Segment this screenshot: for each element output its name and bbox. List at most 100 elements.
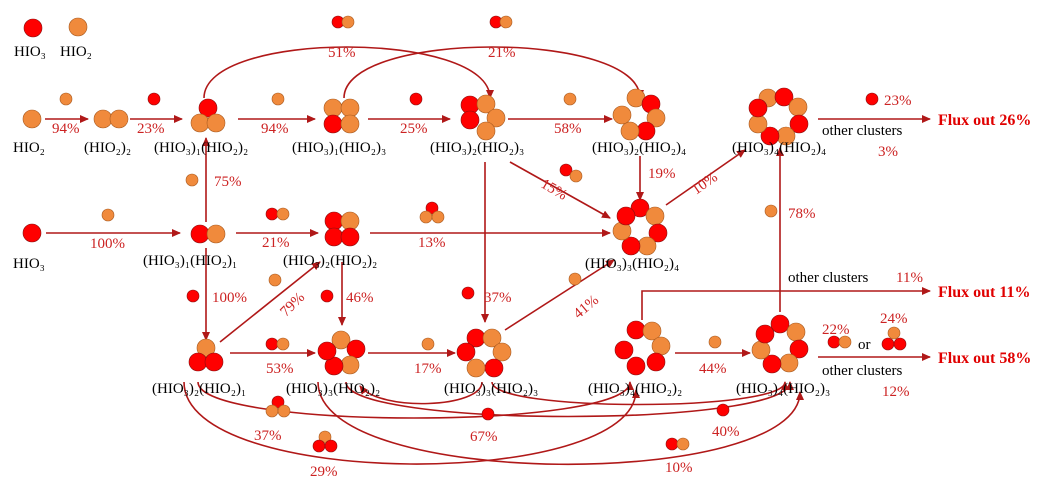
pct-53: 53%	[266, 361, 294, 377]
cluster-hio3-icon	[22, 223, 42, 243]
cluster-t44-icon	[748, 87, 809, 146]
pct-19: 19%	[648, 166, 676, 182]
cluster-t21-icon	[188, 338, 224, 372]
reactant-hio2-icon	[563, 92, 577, 106]
or-label: or	[858, 337, 871, 353]
reactant-trimer-icon	[265, 395, 291, 418]
out-23: 23%	[884, 93, 912, 109]
edge-t13-to-t24-arc	[343, 46, 644, 99]
reactant-dimer-icon	[265, 337, 290, 351]
reactant-hio3-icon	[716, 403, 730, 417]
label-hio3: HIO₃	[13, 256, 45, 272]
reactant-dimer-icon	[265, 207, 290, 221]
edge-t32-to-t43-arc10	[317, 381, 804, 466]
edge-t32-to-t43-arc67	[345, 381, 794, 418]
out-11: 11%	[896, 270, 923, 286]
cluster-t34-icon	[612, 198, 668, 256]
reactant-hio3-dimer-icon	[489, 15, 513, 29]
cluster-t11-icon	[190, 224, 226, 244]
cluster-t43-icon	[751, 314, 809, 374]
out-22: 22%	[822, 322, 850, 338]
cluster-t13-icon	[323, 98, 360, 134]
cluster-t32-icon	[317, 330, 366, 376]
cluster-t42-icon	[614, 320, 671, 376]
pct-44: 44%	[699, 361, 727, 377]
pct-10-a: 10%	[689, 169, 721, 198]
pct-78: 78%	[788, 206, 816, 222]
pct-37-a: 37%	[484, 290, 512, 306]
edge-t21-to-t42-arc29	[183, 381, 640, 465]
label-t12: (HIO₃)₁(HIO₂)₂	[154, 140, 248, 156]
edge-t33-to-t43-arc40	[491, 381, 789, 406]
pct-37-b: 37%	[254, 428, 282, 444]
label-t22: (HIO₃)₂(HIO₂)₂	[283, 253, 377, 269]
pct-17: 17%	[414, 361, 442, 377]
reactant-dimer-icon	[559, 163, 583, 183]
reactant-hio2-icon	[421, 337, 435, 351]
label-t24: (HIO₃)₂(HIO₂)₄	[592, 140, 686, 156]
pct-10-b: 10%	[665, 460, 693, 476]
edges	[45, 46, 931, 466]
pct-21-b: 21%	[262, 235, 290, 251]
reactant-hio3-icon	[481, 407, 495, 421]
edge-t33-to-t34	[504, 259, 615, 331]
label-t13: (HIO₃)₁(HIO₂)₃	[292, 140, 386, 156]
legend-hio3-label: HIO₃	[14, 44, 46, 60]
reactant-dimer-icon	[665, 437, 690, 451]
legend-hio3-icon	[23, 18, 43, 38]
pct-51: 51%	[328, 45, 356, 61]
reactant-trimer-icon	[312, 430, 338, 453]
legend-hio2-label: HIO₂	[60, 44, 92, 60]
pct-21-top: 21%	[488, 45, 516, 61]
cluster-hio2-icon	[22, 109, 42, 129]
molecules	[22, 15, 907, 453]
edge-t21-to-t22	[219, 261, 321, 343]
pct-29: 29%	[310, 464, 338, 480]
other-clusters-top: other clusters	[822, 123, 903, 139]
reactant-dimer-icon	[827, 335, 852, 349]
pct-100-b: 100%	[212, 290, 247, 306]
label-t32: (HIO₃)₃(HIO₂)₂	[286, 381, 380, 397]
pct-94-b: 94%	[261, 121, 289, 137]
reactant-hio2-icon	[764, 204, 778, 218]
cluster-t24-icon	[612, 88, 666, 141]
other-clusters-mid: other clusters	[788, 270, 869, 286]
edge-t12-to-t23-arc	[203, 46, 494, 99]
label-t11: (HIO₃)₁(HIO₂)₁	[143, 253, 237, 269]
flux-out-58: Flux out 58%	[938, 350, 1031, 367]
reactant-hio2-icon	[271, 92, 285, 106]
edge-t33-to-t42-arc	[359, 381, 483, 405]
pct-46: 46%	[346, 290, 374, 306]
pct-94-a: 94%	[52, 121, 80, 137]
reactant-hio2-icon	[185, 173, 199, 187]
label-t42: (HIO₃)₄(HIO₂)₂	[588, 381, 682, 397]
pct-13: 13%	[418, 235, 446, 251]
reactant-hio2-icon	[59, 92, 73, 106]
reactant-hio2-icon	[101, 208, 115, 222]
label-t44: (HIO₃)₄(HIO₂)₄	[732, 140, 826, 156]
label-t33: (HIO₃)₃(HIO₂)₃	[444, 381, 538, 397]
pct-41: 41%	[571, 292, 602, 322]
edge-other-11	[641, 287, 931, 320]
label-t34: (HIO₃)₃(HIO₂)₄	[585, 256, 679, 272]
label-t23: (HIO₃)₂(HIO₂)₃	[430, 140, 524, 156]
reactant-trimer-icon	[881, 326, 907, 351]
pct-75: 75%	[214, 174, 242, 190]
pct-23-a: 23%	[137, 121, 165, 137]
out-24: 24%	[880, 311, 908, 327]
label-hio2: HIO₂	[13, 140, 45, 156]
cluster-t22-icon	[324, 211, 360, 247]
reactant-hio3-dimer-icon	[331, 15, 355, 29]
pct-100-a: 100%	[90, 236, 125, 252]
cluster-t23-icon	[460, 94, 506, 141]
edge-t34-to-t44	[665, 149, 746, 206]
reactant-hio3-icon	[865, 92, 879, 106]
reactant-hio3-icon	[147, 92, 161, 106]
reactant-hio2-icon	[268, 273, 282, 287]
reactant-hio3-icon	[409, 92, 423, 106]
out-3: 3%	[878, 144, 898, 160]
label-t43: (HIO₃)₄(HIO₂)₃	[736, 381, 830, 397]
flux-out-26: Flux out 26%	[938, 112, 1031, 129]
reactant-trimer-icon	[419, 201, 445, 224]
